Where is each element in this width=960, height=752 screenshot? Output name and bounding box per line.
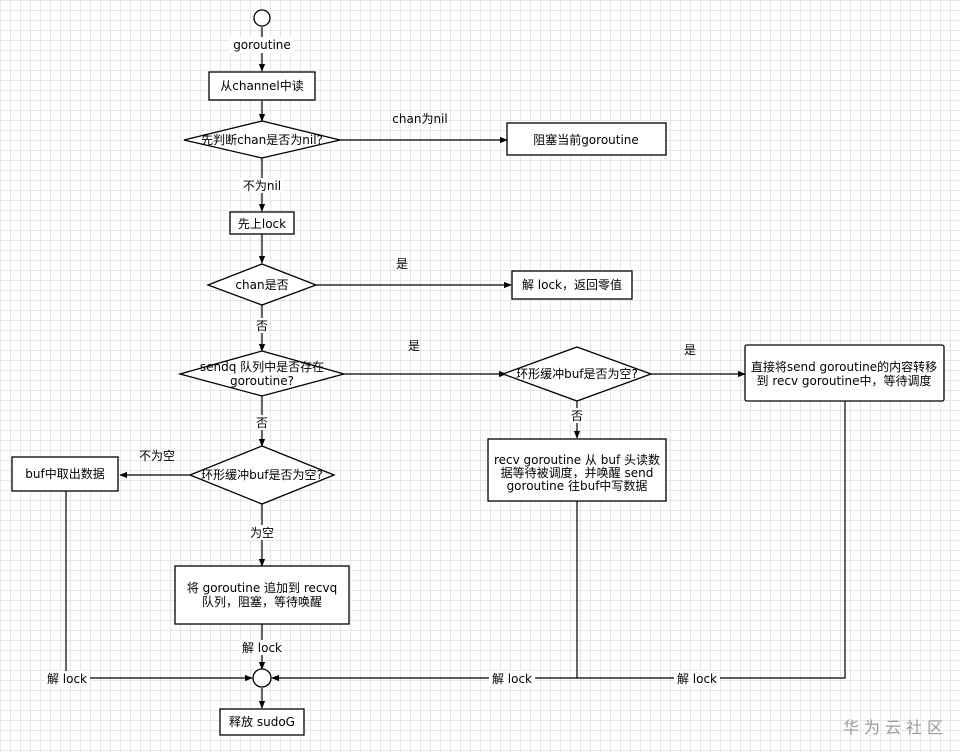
recv-buf-label-line3: goroutine 往buf中写数据 (507, 478, 648, 493)
node-recv-from-buf (487, 438, 667, 502)
node-sendq-check (177, 350, 347, 397)
node-release-sudog (219, 708, 305, 736)
edge-label-sendq-no: 否 (256, 416, 268, 430)
node-unlock-return-zero (511, 270, 633, 300)
unlock-return-zero-label: 解 lock，返回零值 (522, 277, 622, 292)
sendq-label-line1: sendq 队列中是否存在 (200, 359, 324, 374)
ring-empty-right-label: 环形缓冲buf是否为空? (516, 366, 638, 381)
enqueue-label-line2: 队列，阻塞，等待唤醒 (202, 594, 322, 609)
edge-label-closed-yes: 是 (396, 257, 408, 271)
edge-label-closed-no: 否 (256, 319, 268, 333)
enqueue-label-line1: 将 goroutine 追加到 recvq (187, 580, 337, 595)
edge-label-unlock-enqueue: 解 lock (242, 641, 282, 655)
edge-label-unlock-direct: 解 lock (677, 672, 717, 686)
start-label: goroutine (233, 38, 291, 52)
lock-first-label: 先上lock (238, 217, 286, 231)
edge-label-chan-nil: chan为nil (392, 112, 447, 126)
direct-copy-label-line2: 到 recv goroutine中，等待调度 (757, 373, 932, 388)
node-block-current (506, 122, 667, 156)
edge-labels: chan为nil 不为nil 是 否 是 是 否 否 不为空 为空 解 lock… (47, 112, 717, 686)
node-lock-first (229, 211, 295, 235)
ring-empty-left-label: 环形缓冲buf是否为空? (201, 467, 323, 482)
check-nil-label: 先判断chan是否为nil? (201, 132, 323, 147)
edge-label-unlock-buf: 解 lock (47, 672, 87, 686)
node-direct-copy (744, 344, 945, 402)
recv-buf-label-line1: recv goroutine 从 buf 头读数 (494, 452, 660, 467)
node-check-nil (183, 120, 341, 159)
node-enqueue-recvq (174, 565, 350, 625)
edge-label-not-empty-left: 不为空 (139, 449, 175, 463)
block-current-label: 阻塞当前goroutine (533, 132, 639, 147)
chan-closed-label: chan是否 (235, 278, 288, 292)
node-read-channel (208, 71, 316, 101)
nodes (11, 9, 945, 736)
node-ring-empty-right (501, 346, 653, 402)
edge-label-sendq-yes: 是 (408, 339, 420, 353)
sendq-label-line2: goroutine? (230, 374, 294, 388)
recv-buf-label-line2: 据等待被调度，并唤醒 send (501, 465, 654, 480)
read-channel-label: 从channel中读 (220, 78, 304, 93)
node-labels: goroutine 从channel中读 先判断chan是否为nil? 阻塞当前… (25, 38, 937, 729)
edge-direct-to-merge (577, 401, 846, 679)
node-chan-closed (206, 263, 318, 306)
buf-take-label: buf中取出数据 (25, 466, 104, 481)
merge-node (252, 668, 272, 688)
edge-label-unlock-recv: 解 lock (492, 672, 532, 686)
edge-label-backgrounds (44, 37, 720, 686)
watermark: 华为云社区 (842, 718, 948, 737)
edge-label-not-nil: 不为nil (243, 179, 281, 193)
node-buf-take (11, 456, 119, 492)
node-ring-empty-left (188, 445, 336, 505)
edge-label-ring-right-no: 否 (571, 409, 583, 423)
edge-label-empty-left: 为空 (250, 526, 274, 540)
edge-label-ring-right-yes: 是 (684, 343, 696, 357)
release-sudog-label: 释放 sudoG (229, 714, 295, 729)
direct-copy-label-line1: 直接将send goroutine的内容转移 (751, 359, 937, 374)
start-node (253, 9, 271, 27)
